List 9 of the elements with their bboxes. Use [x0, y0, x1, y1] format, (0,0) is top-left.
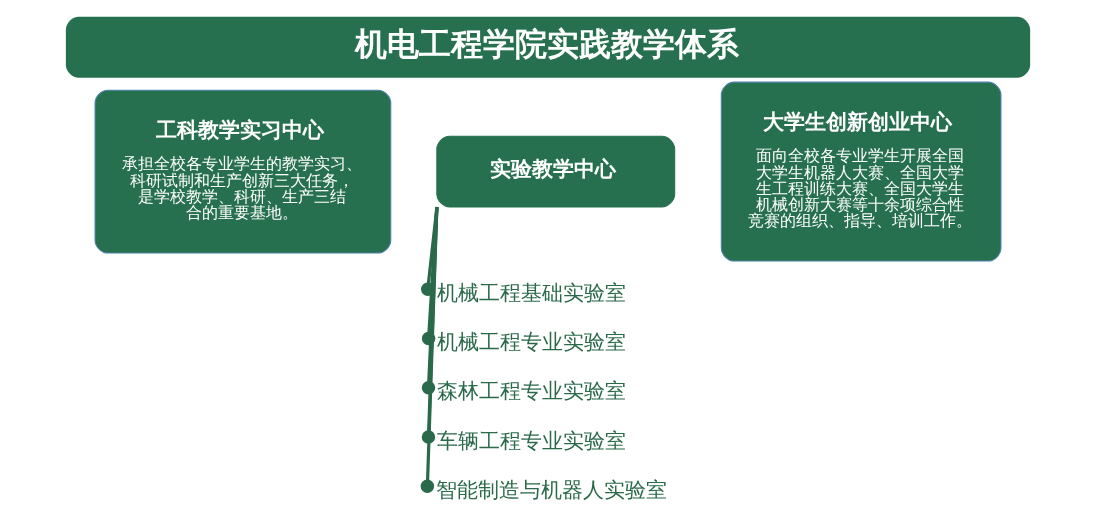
node-text: 机械工程基础实验室 [436, 280, 626, 305]
node-text: 机械工程专业实验室 [436, 329, 626, 354]
node-text: 森林工程专业实验室 [436, 379, 626, 404]
node-text: 车辆工程专业实验室 [436, 428, 626, 453]
node-box: 大学生创新创业中心 面向全校各专业学生开展全国大学生机器人大赛、全国大学生工程训练大赛、全国大学生机械创新大赛等十余项综合性竞赛的组织、指导、培训工作。 [720, 81, 1001, 262]
node-box: 工科教学实习中心 承担全校各专业学生的教学实习、科研试制和生产创新三大任务，是学校教学、科研、生产三结合的重要基地。 [94, 89, 391, 254]
node-text: 智能制造与机器人实验室 [435, 477, 667, 502]
diagram-title: 机电工程学院实践教学体系 [354, 24, 739, 63]
node-box: 实验教学中心 [435, 135, 675, 208]
